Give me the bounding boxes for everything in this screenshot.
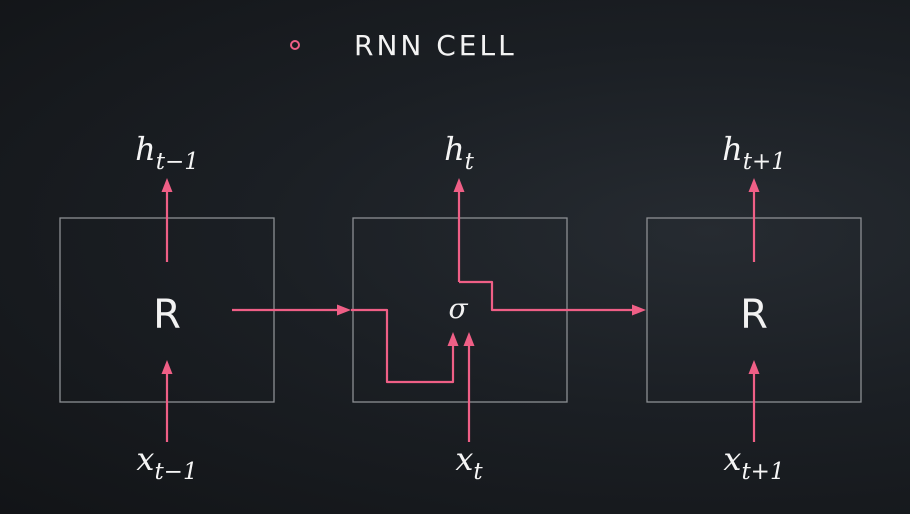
cell-label-next: R bbox=[740, 292, 768, 338]
arrowhead-icon bbox=[161, 360, 173, 374]
cell-label-current: σ bbox=[448, 292, 468, 325]
circle-bullet-icon bbox=[290, 40, 300, 50]
arrowhead-icon bbox=[748, 178, 760, 192]
hidden-state-wire-to-sigma bbox=[351, 308, 455, 384]
label-x-t-plus-1: xt+1 bbox=[723, 440, 784, 485]
arrowhead-icon bbox=[748, 360, 760, 374]
arrowhead-icon bbox=[337, 304, 351, 316]
hidden-state-wire-out bbox=[459, 280, 632, 312]
label-x-t: xt bbox=[455, 440, 483, 485]
arrowhead-icon bbox=[632, 304, 646, 316]
cell-label-prev: R bbox=[153, 292, 181, 338]
label-h-t-plus-1: ht+1 bbox=[722, 130, 786, 175]
arrowhead-icon bbox=[453, 178, 465, 192]
label-x-t-minus-1: xt−1 bbox=[136, 440, 197, 485]
arrowhead-icon bbox=[463, 332, 475, 346]
label-h-t: ht bbox=[444, 130, 475, 175]
arrowhead-icon bbox=[447, 332, 459, 346]
slide-header: RNN CELL bbox=[290, 22, 517, 68]
label-h-t-minus-1: ht−1 bbox=[135, 130, 199, 175]
slide-title: RNN CELL bbox=[354, 28, 517, 62]
arrowhead-icon bbox=[161, 178, 173, 192]
